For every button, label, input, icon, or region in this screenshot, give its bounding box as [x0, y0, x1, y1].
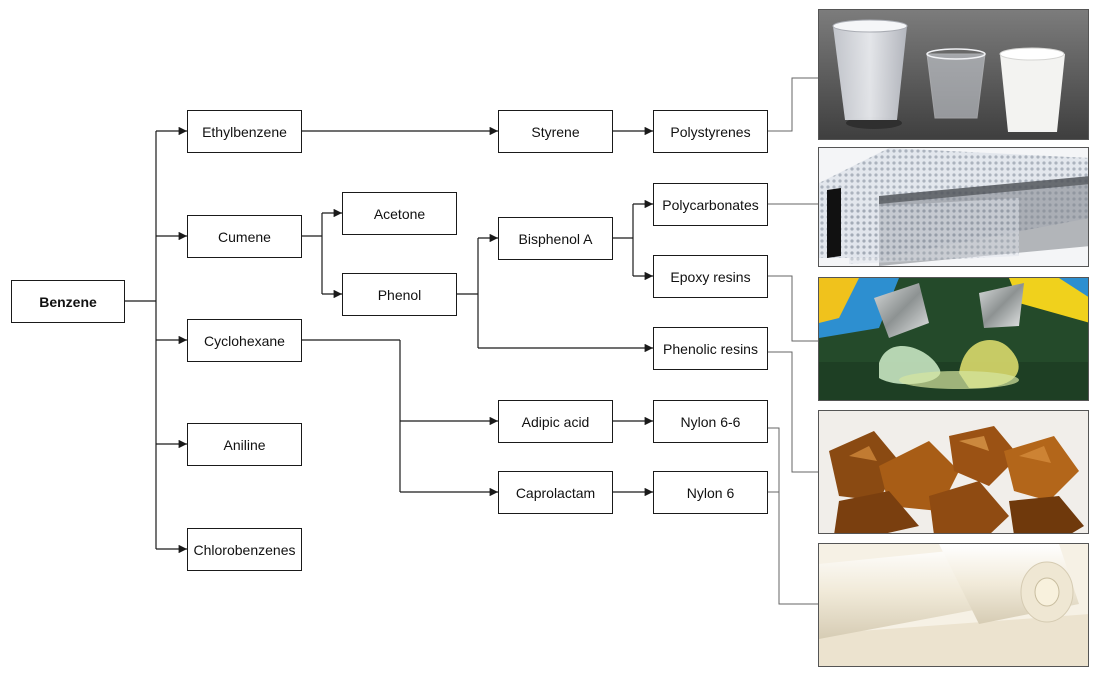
connector-nylon-6-6-photo: [768, 427, 818, 605]
node-nylon-6-6: Nylon 6-6: [653, 400, 768, 443]
node-bisphenol-a: Bisphenol A: [498, 217, 613, 260]
node-cyclohexane: Cyclohexane: [187, 319, 302, 362]
photo-connectors: [768, 77, 818, 605]
node-caprolactam: Caprolactam: [498, 471, 613, 514]
photo-phenolic-resin-chunks: [818, 410, 1089, 534]
node-benzene: Benzene: [11, 280, 125, 323]
node-acetone: Acetone: [342, 192, 457, 235]
node-epoxy-resins: Epoxy resins: [653, 255, 768, 298]
connector-polystyrenes-photo: [768, 77, 818, 132]
photo-polystyrene-cups: [818, 9, 1089, 140]
photo-polycarbonate-sheets: [818, 147, 1089, 267]
edge-phenol-split: [457, 238, 479, 348]
photo-nylon-rods: [818, 543, 1089, 667]
edge-cumene-split: [302, 213, 323, 294]
node-nylon-6: Nylon 6: [653, 471, 768, 514]
node-cumene: Cumene: [187, 215, 302, 258]
node-polystyrenes: Polystyrenes: [653, 110, 768, 153]
edge-benzene-branches: [156, 126, 187, 554]
node-ethylbenzene: Ethylbenzene: [187, 110, 302, 153]
node-chlorobenzenes: Chlorobenzenes: [187, 528, 302, 571]
connector-epoxy-photo: [768, 275, 818, 342]
node-phenol: Phenol: [342, 273, 457, 316]
edge-benzene-trunk: [125, 131, 157, 549]
node-phenolic-resins: Phenolic resins: [653, 327, 768, 370]
node-aniline: Aniline: [187, 423, 302, 466]
node-polycarbonates: Polycarbonates: [653, 183, 768, 226]
edge-cyclohexane-split: [302, 339, 401, 492]
photo-epoxy-resin-tubes: [818, 277, 1089, 401]
node-styrene: Styrene: [498, 110, 613, 153]
node-adipic-acid: Adipic acid: [498, 400, 613, 443]
connector-phenolic-photo: [768, 351, 818, 473]
edge-bisphenol-split: [613, 204, 634, 276]
